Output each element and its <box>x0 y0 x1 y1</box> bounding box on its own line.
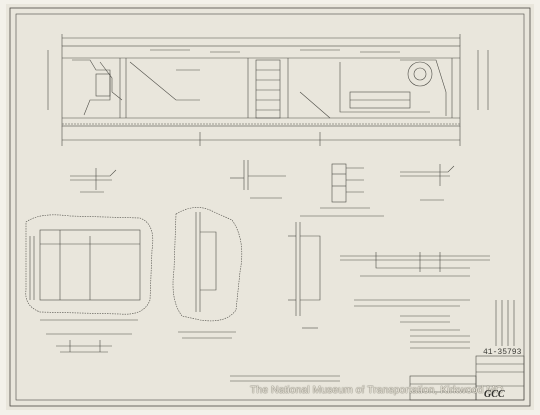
title-block <box>409 355 525 401</box>
right-middle-detail <box>340 252 490 277</box>
paper-background <box>6 4 534 410</box>
lower-left-view <box>25 214 154 353</box>
top-elevation-view <box>47 34 489 146</box>
lower-center-view <box>172 207 243 339</box>
initials-stamp: GCC <box>484 389 505 400</box>
drawing-number: 41-35793 <box>483 348 522 357</box>
section-detail-stack <box>300 163 384 217</box>
border-outer <box>9 7 531 407</box>
section-detail-right <box>400 164 455 201</box>
museum-watermark: The National Museum of Transportation, K… <box>250 384 504 396</box>
revision-strips <box>495 300 515 346</box>
section-detail-left <box>70 168 117 193</box>
section-detail-center <box>230 160 286 199</box>
notes-block <box>230 299 470 382</box>
lower-middle-section <box>288 222 321 329</box>
border-inner <box>15 13 525 401</box>
